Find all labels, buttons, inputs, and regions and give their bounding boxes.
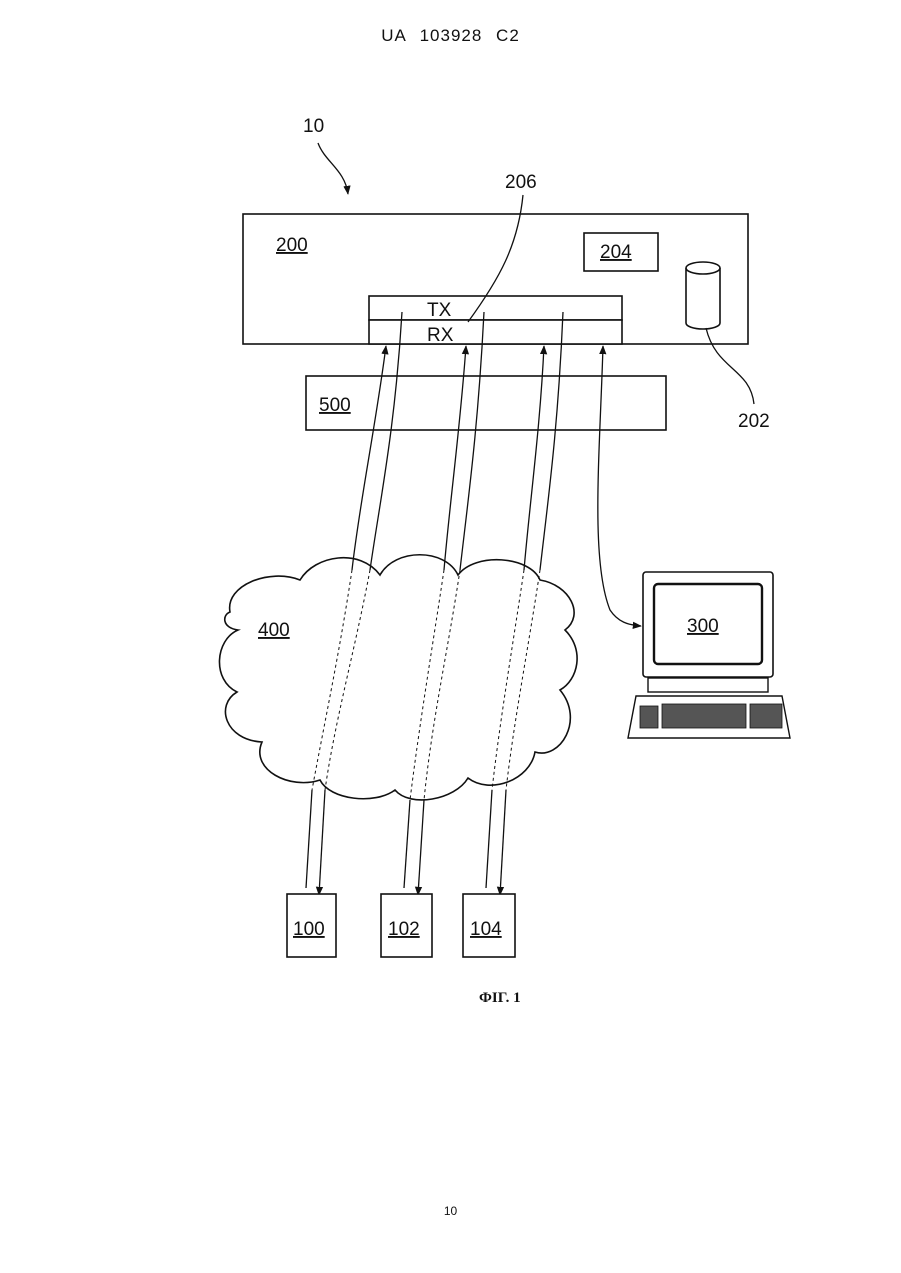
system-ref-pointer <box>318 143 348 194</box>
link-104-up-lower <box>486 790 492 888</box>
computer-icon <box>628 572 790 738</box>
figure-caption: ФІГ. 1 <box>479 990 521 1006</box>
device-100-label: 100 <box>293 919 325 940</box>
link-102-down-lower <box>418 800 424 895</box>
link-102-up-lower <box>404 800 410 888</box>
transceiver-ref-label: 206 <box>505 172 537 193</box>
terminal-ref-label: 300 <box>687 616 719 637</box>
page-number: 10 <box>0 1204 901 1218</box>
server-ref-label: 200 <box>276 235 308 256</box>
link-100-down-lower <box>319 790 325 895</box>
rx-label: RX <box>427 325 454 346</box>
system-ref-label: 10 <box>303 116 324 137</box>
tx-block <box>369 296 622 320</box>
database-icon <box>686 262 720 329</box>
processor-ref-label: 204 <box>600 242 632 263</box>
link-104-down-lower <box>500 790 506 895</box>
database-ref-label: 202 <box>738 411 770 432</box>
device-104-label: 104 <box>470 919 502 940</box>
network-cloud <box>219 555 577 800</box>
interface-ref-label: 500 <box>319 395 351 416</box>
device-102-label: 102 <box>388 919 420 940</box>
link-100-up-lower <box>306 790 312 888</box>
link-102-down <box>460 312 484 570</box>
rx-block <box>369 320 622 344</box>
network-ref-label: 400 <box>258 620 290 641</box>
interface-box <box>306 376 666 430</box>
tx-label: TX <box>427 300 452 321</box>
